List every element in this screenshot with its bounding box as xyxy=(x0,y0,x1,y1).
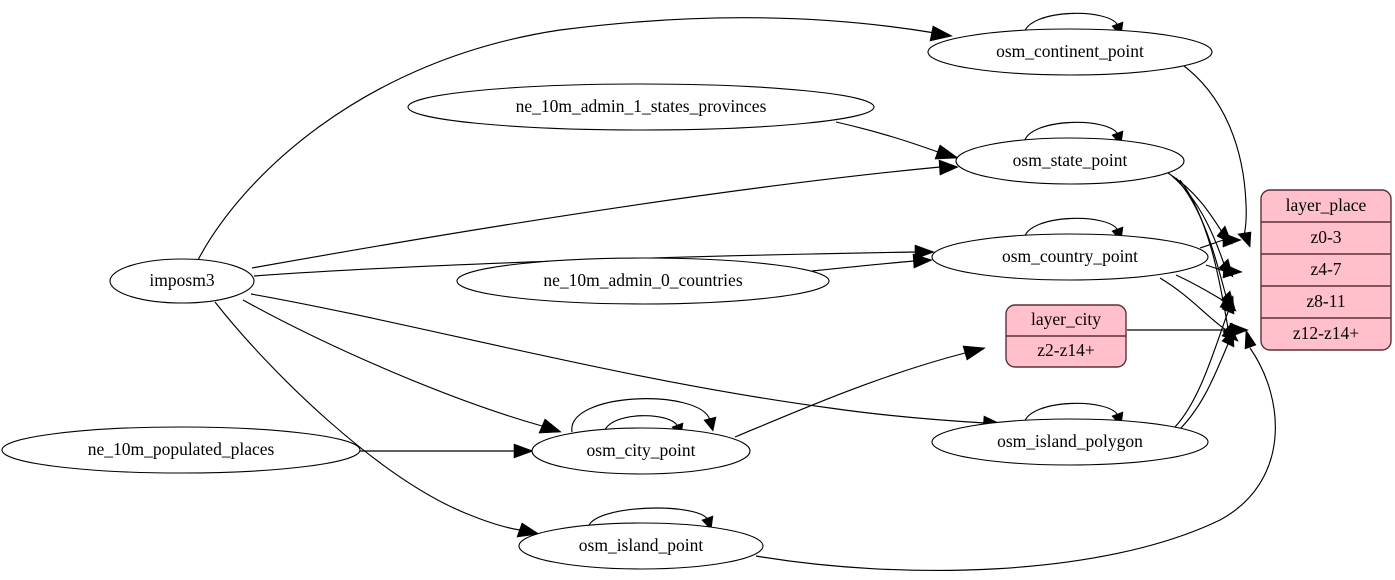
node-osm-country-point[interactable]: osm_country_point xyxy=(931,233,1209,281)
node-ne-10m-populated-places[interactable]: ne_10m_populated_places xyxy=(1,426,361,474)
edge-imposm3-to-osm-island-point xyxy=(214,301,540,538)
edge-osm-island-polygon-to-layer-place-z12-z14 xyxy=(1178,328,1235,431)
node-layer: imposm3 ne_10m_admin_1_states_provinces … xyxy=(1,28,1213,570)
node-osm-state-point[interactable]: osm_state_point xyxy=(955,137,1185,185)
node-ne-10m-admin-1-states-provinces[interactable]: ne_10m_admin_1_states_provinces xyxy=(407,83,875,131)
node-osm-island-polygon[interactable]: osm_island_polygon xyxy=(931,418,1209,466)
edge-ne-states-to-osm-state-point xyxy=(835,121,959,160)
edge-ne-places-to-osm-city-point xyxy=(360,443,534,459)
record-node-layer-city[interactable]: layer_city z2-z14+ xyxy=(1005,304,1127,368)
node-ne-10m-admin-0-countries[interactable]: ne_10m_admin_0_countries xyxy=(456,257,830,305)
edge-imposm3-to-osm-city-point xyxy=(242,299,562,434)
node-imposm3[interactable]: imposm3 xyxy=(109,258,255,304)
edge-osm-continent-point-to-layer-place-z0-3 xyxy=(1179,62,1252,248)
node-osm-city-point[interactable]: osm_city_point xyxy=(531,427,751,475)
edge-osm-state-point-to-layer-place-z0-3 xyxy=(1167,172,1233,245)
node-osm-island-point[interactable]: osm_island_point xyxy=(518,522,764,570)
edge-osm-country-point-to-layer-place-z0-3 xyxy=(1199,232,1242,249)
edge-osm-country-point-to-layer-place-z4-7 xyxy=(1205,263,1243,279)
record-node-layer-place[interactable]: layer_place z0-3 z4-7 z8-11 z12-z14+ xyxy=(1260,189,1392,351)
edge-osm-island-point-to-layer-place-z12-z14 xyxy=(755,329,1276,572)
edge-osm-island-polygon-to-layer-place-z8-11 xyxy=(1174,295,1235,428)
edge-imposm3-to-osm-continent-point xyxy=(197,17,953,261)
edge-imposm3-to-osm-island-polygon xyxy=(250,293,1004,432)
edge-osm-city-point-to-layer-city xyxy=(734,345,986,438)
node-osm-continent-point[interactable]: osm_continent_point xyxy=(927,28,1213,76)
edge-ne-countries-to-osm-country-point xyxy=(811,253,933,272)
edge-self-loop-osm-city-point-outer xyxy=(571,398,717,433)
edge-layer-city-to-layer-place-z12-z14 xyxy=(1127,322,1249,338)
edge-imposm3-to-osm-state-point xyxy=(251,159,959,269)
